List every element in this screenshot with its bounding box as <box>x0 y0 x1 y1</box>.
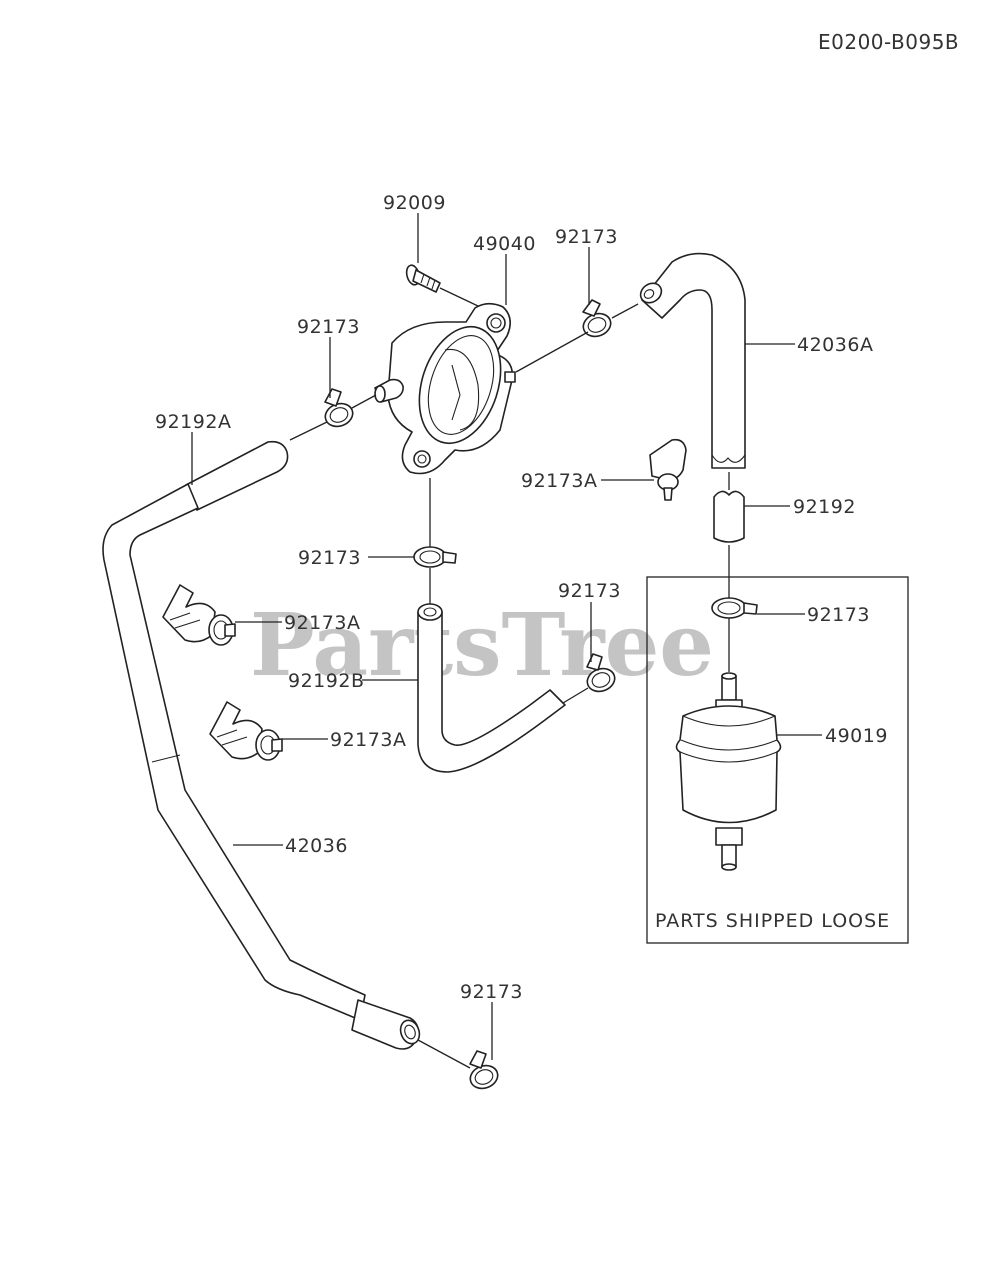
label-92173-center: 92173 <box>558 580 621 602</box>
clamp-92173-bottom <box>469 1050 499 1090</box>
watermark: PartsTree <box>250 595 714 696</box>
leader-lines <box>191 213 822 1069</box>
label-92173A-right: 92173A <box>521 470 597 492</box>
clamp-92173A-left-lower <box>209 701 283 761</box>
clamp-92173-left <box>324 388 354 428</box>
clamp-92173A-left-upper <box>162 584 236 646</box>
label-92173A-left-lower: 92173A <box>330 729 406 751</box>
hose-92192A <box>185 440 289 511</box>
label-42036: 42036 <box>285 835 348 857</box>
parts-shipped-loose-box <box>646 576 909 944</box>
hose-42036A <box>639 252 746 469</box>
hose-92192 <box>713 490 745 543</box>
clamp-92173-center <box>586 653 616 693</box>
hose-42036 <box>102 483 421 1050</box>
label-92192: 92192 <box>793 496 856 518</box>
label-92192B: 92192B <box>288 670 364 692</box>
label-92173-mid: 92173 <box>298 547 361 569</box>
diagram-code: E0200-B095B <box>818 30 959 54</box>
clamp-92173-box <box>711 597 758 619</box>
fuel-filter-49019 <box>675 672 782 871</box>
label-49019: 49019 <box>825 725 888 747</box>
clamp-92173A-right <box>649 438 687 501</box>
label-92173-top: 92173 <box>555 226 618 248</box>
bolt-92009 <box>405 264 441 293</box>
hose-92192B <box>417 603 566 773</box>
label-92173A-left-upper: 92173A <box>284 612 360 634</box>
label-92173-box: 92173 <box>807 604 870 626</box>
label-92173-left: 92173 <box>297 316 360 338</box>
label-92173-bottom: 92173 <box>460 981 523 1003</box>
label-42036A: 42036A <box>797 334 873 356</box>
parts-shipped-loose-label: PARTS SHIPPED LOOSE <box>655 910 890 932</box>
label-49040: 49040 <box>473 233 536 255</box>
fuel-pump-49040 <box>374 302 516 475</box>
clamp-92173-mid <box>413 546 457 568</box>
label-92009: 92009 <box>383 192 446 214</box>
label-92192A: 92192A <box>155 411 231 433</box>
